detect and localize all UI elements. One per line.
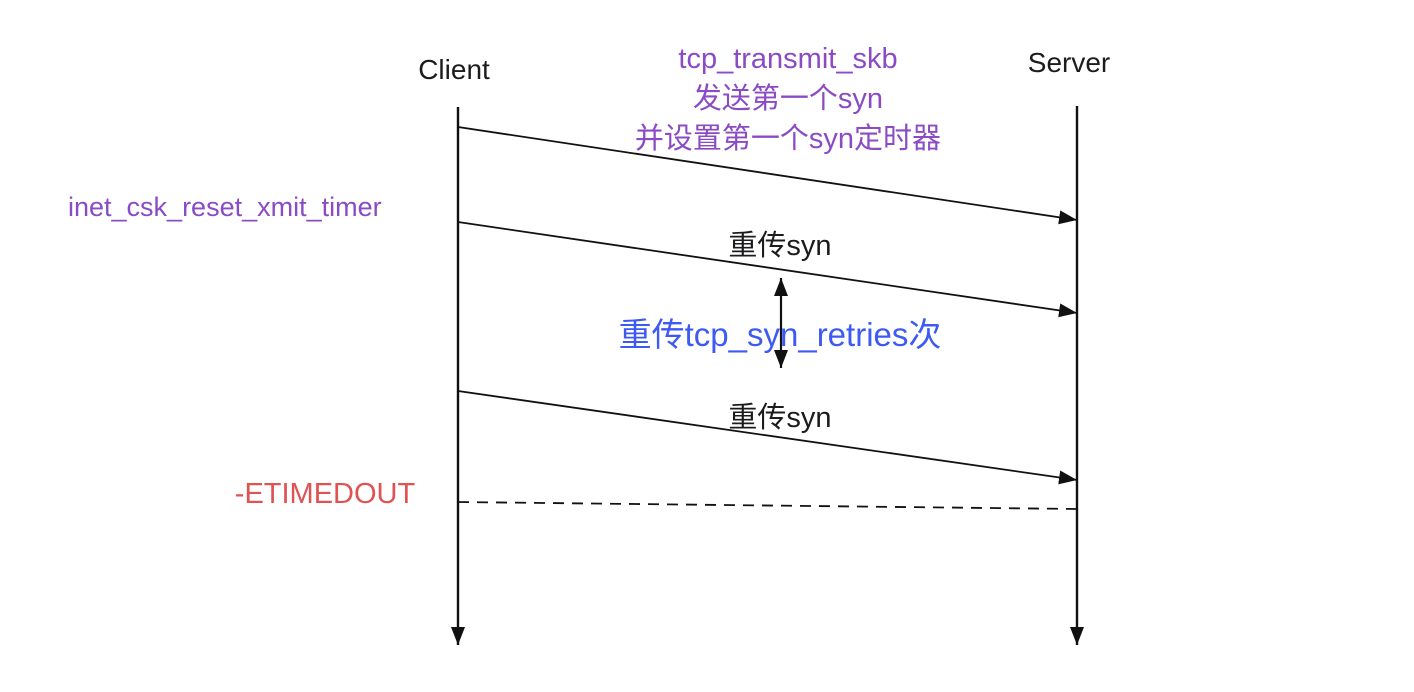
retransmit-syn-label-2: 重传syn [728, 401, 831, 434]
top-note-line-1: tcp_transmit_skb [678, 43, 897, 75]
top-note-line-3: 并设置第一个syn定时器 [635, 122, 941, 155]
retransmit-syn-label-1: 重传syn [728, 229, 831, 262]
timeout-dashed-line [457, 501, 1078, 510]
etimedout-label: -ETIMEDOUT [235, 478, 416, 510]
retries-count-note: 重传tcp_syn_retries次 [619, 316, 942, 353]
server-actor-label: Server [1028, 47, 1110, 78]
diagram-lines [451, 106, 1084, 645]
retransmit-syn-arrow-2 [457, 390, 1078, 485]
top-note-line-2: 发送第一个syn [693, 82, 883, 115]
client-actor-label: Client [418, 54, 490, 85]
reset-xmit-timer-note: inet_csk_reset_xmit_timer [68, 192, 382, 222]
retransmit-syn-arrow-1 [457, 221, 1078, 318]
first-syn-arrow [457, 126, 1078, 225]
